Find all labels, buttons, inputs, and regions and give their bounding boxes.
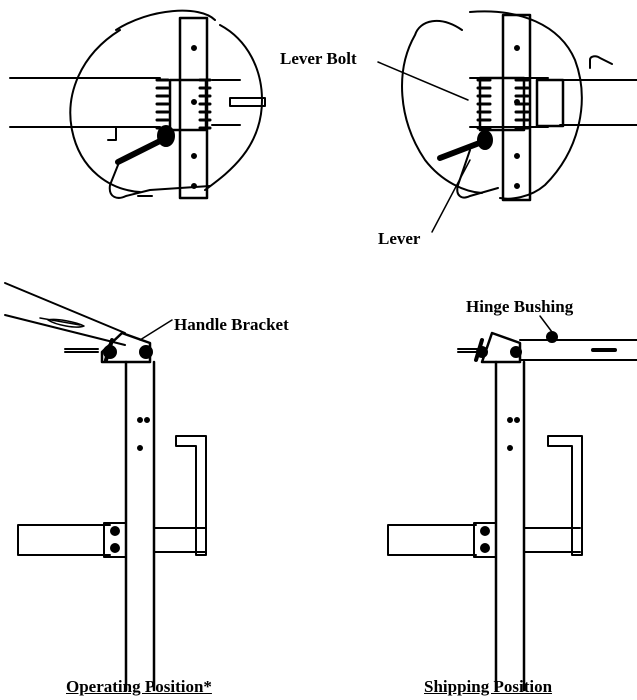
pin-left: [229, 97, 266, 107]
hook-wire-right: [456, 149, 499, 199]
caption-operating-position: Operating Position*: [66, 677, 212, 696]
tube-right: [469, 77, 637, 128]
horizontal-tube-right: [387, 524, 581, 556]
hook-wire-left: [108, 159, 211, 199]
mount-plate-left: [178, 16, 209, 200]
label-lever-bolt: Lever Bolt: [280, 49, 357, 68]
shipping-position-drawing: [387, 315, 637, 692]
spring-right-a: [476, 78, 492, 130]
detail-circle-left: [69, 9, 216, 193]
spring-left-a: [155, 78, 170, 130]
spring-left-b: [198, 78, 212, 130]
vertical-post-left: [124, 360, 156, 692]
shipping-bracket: [480, 331, 522, 364]
horizontal-tube-left: [17, 524, 207, 556]
top-left-detail: [9, 9, 266, 200]
leader-handle-bracket: [139, 319, 173, 341]
tube-left: [9, 77, 241, 128]
lever-left: [115, 137, 165, 165]
label-handle-bracket: Handle Bracket: [174, 315, 289, 334]
shipping-arm: [519, 339, 637, 361]
leader-hinge-bushing: [539, 315, 553, 333]
lever-right: [437, 139, 485, 161]
detail-circle-right: [401, 20, 483, 194]
hook-top-right: [589, 55, 613, 69]
handle-arm: [4, 282, 126, 346]
leader-lever-bolt: [377, 61, 469, 101]
label-lever: Lever: [378, 229, 421, 248]
caption-shipping-position: Shipping Position: [424, 677, 553, 696]
l-handle-left: [175, 435, 207, 556]
spring-right-b: [514, 78, 530, 130]
mount-plate-right: [501, 13, 532, 202]
l-handle-right: [547, 435, 583, 556]
leader-lever: [431, 159, 471, 233]
vertical-post-right: [494, 360, 526, 692]
top-right-detail: [377, 10, 637, 233]
label-hinge-bushing: Hinge Bushing: [466, 297, 574, 316]
tube-bushing-right: [535, 78, 565, 128]
operating-position-drawing: [4, 282, 207, 692]
